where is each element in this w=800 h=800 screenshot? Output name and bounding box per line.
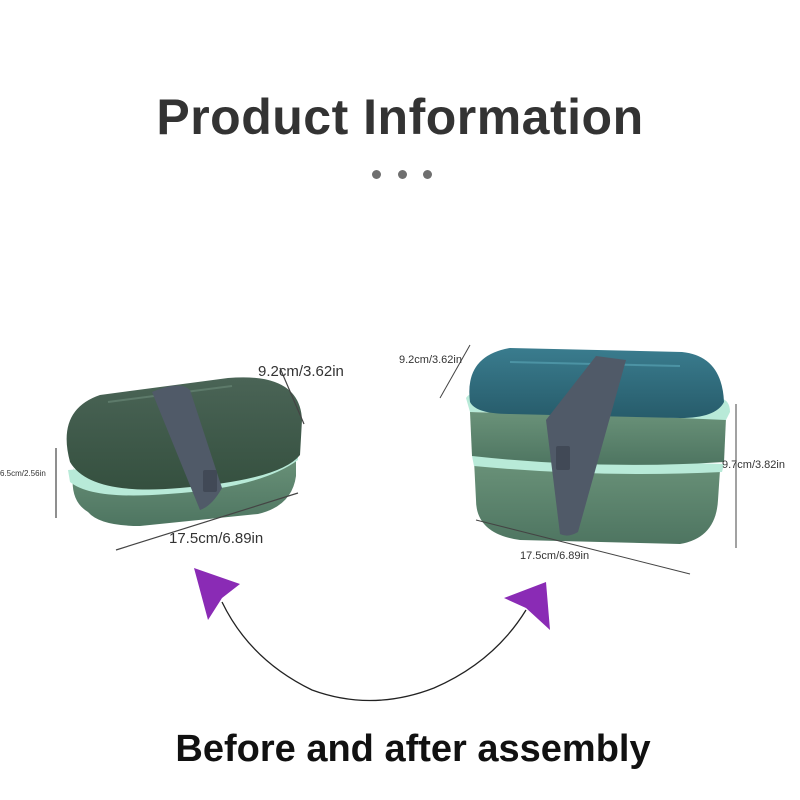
dot-icon xyxy=(372,170,381,179)
dot-icon xyxy=(397,170,407,179)
lower-tier xyxy=(474,460,720,544)
after-height-label: 9.7cm/3.82in xyxy=(722,459,785,471)
dot-icon xyxy=(423,170,432,179)
arrow-right-head-icon xyxy=(504,582,550,630)
transition-arrow-line xyxy=(221,601,527,702)
after-width-label: 9.2cm/3.62in xyxy=(399,354,462,366)
before-width-label: 9.2cm/3.62in xyxy=(258,363,344,380)
strap xyxy=(546,356,626,536)
before-length-label: 17.5cm/6.89in xyxy=(169,530,264,547)
caption: Before and after assembly xyxy=(175,728,651,770)
page-title: Product Information xyxy=(156,89,644,145)
single-tier-lunch-box xyxy=(66,377,302,526)
arrow-left-head-icon xyxy=(194,568,240,620)
two-tier-lunch-box xyxy=(466,348,730,544)
strap-buckle xyxy=(556,446,570,470)
before-height-label: 6.5cm/2.56in xyxy=(0,469,46,478)
strap-buckle xyxy=(203,470,217,492)
after-length-label: 17.5cm/6.89in xyxy=(520,550,590,562)
ellipsis-icon xyxy=(372,170,432,180)
